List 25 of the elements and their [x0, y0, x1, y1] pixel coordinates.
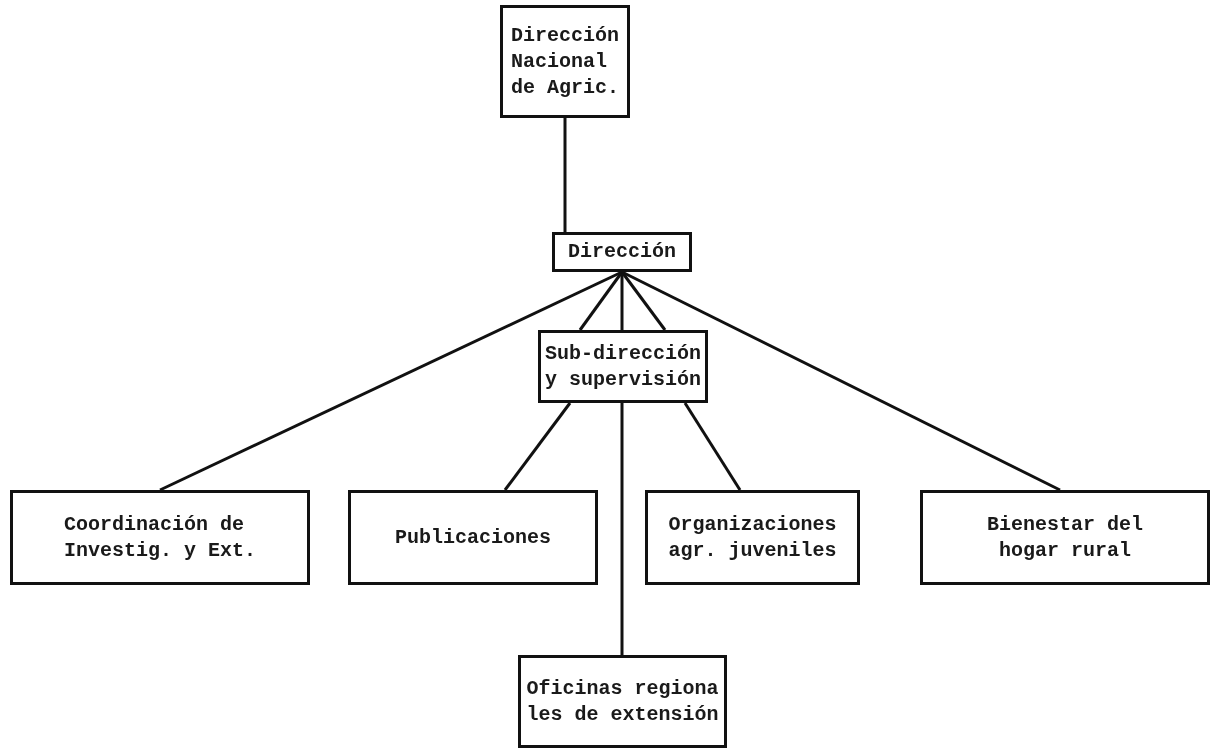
connector-line [621, 270, 1061, 492]
org-box [920, 490, 1210, 585]
box-label: Bienestar del hogar rural [987, 511, 1143, 564]
connector-line [620, 272, 624, 330]
box-label: Coordinación de Investig. y Ext. [64, 511, 256, 564]
org-box [348, 490, 598, 585]
box-label: Dirección [568, 239, 676, 265]
org-box [10, 490, 310, 585]
box-label: Oficinas regiona les de extensión [526, 675, 719, 728]
org-box [538, 330, 708, 403]
connector-line [159, 270, 623, 492]
box-label: Publicaciones [395, 524, 551, 551]
org-box [500, 5, 630, 118]
org-box [552, 232, 692, 272]
connector-line [620, 271, 667, 331]
connector-line [620, 403, 624, 655]
connector-line [578, 271, 624, 331]
connector-line [503, 402, 572, 491]
box-label: Sub-dirección y supervisión [545, 340, 701, 393]
org-box [518, 655, 727, 748]
connector-line [563, 118, 567, 232]
connector-line [683, 402, 742, 491]
org-box [645, 490, 860, 585]
box-label: Dirección Nacional de Agric. [511, 22, 619, 101]
box-label: Organizaciones agr. juveniles [668, 511, 837, 564]
